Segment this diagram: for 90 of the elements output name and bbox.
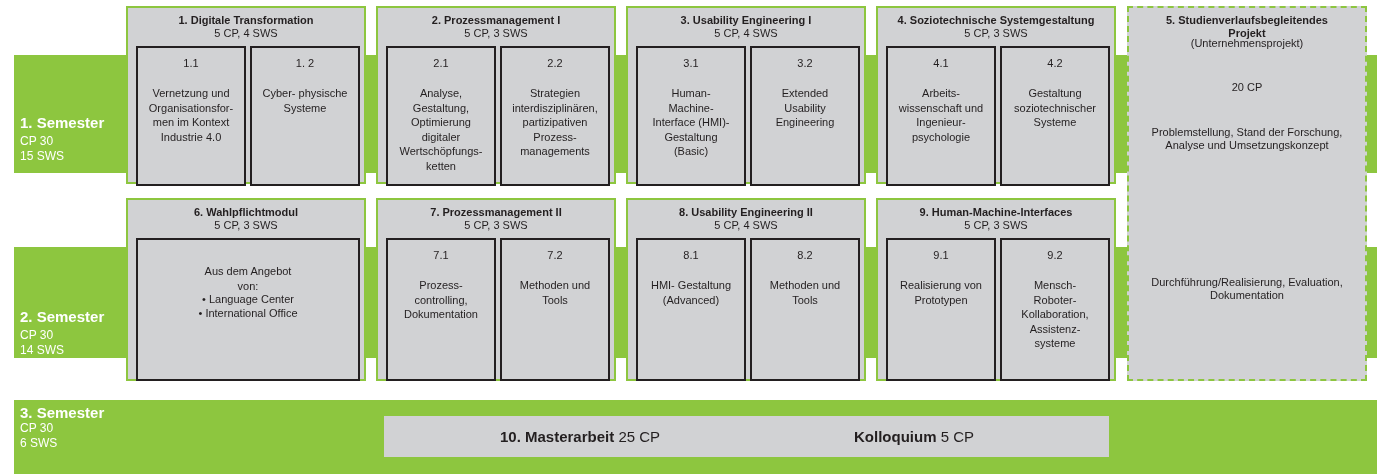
submodule-number: 4.1 [932, 56, 950, 71]
submodule-topic: Methoden und Tools [768, 278, 842, 307]
submodule-number: 2.1 [432, 56, 450, 71]
submodule-number: 8.1 [682, 248, 700, 263]
submodule-topic: Strategien interdisziplinären, partizipativen Prozess- managements [511, 86, 599, 159]
submodule-number: 1.1 [182, 56, 200, 71]
semester-heading: 1. Semester [20, 115, 105, 130]
module-title: 4. Soziotechnische Systemgestaltung [896, 14, 1096, 27]
submodule-number: 3.1 [682, 56, 700, 71]
module-card [126, 198, 366, 381]
submodule-box [250, 46, 360, 186]
project-card [1127, 6, 1367, 381]
module-credits: 5 CP, 4 SWS [713, 219, 779, 232]
submodule-topic: Realisierung von Prototypen [899, 278, 983, 307]
credit-points: CP 30 [20, 421, 54, 436]
submodule-topic: Methoden und Tools [518, 278, 592, 307]
module-credits: 5 CP, 3 SWS [963, 27, 1029, 40]
semester-band [14, 247, 126, 358]
submodule-topic: Extended Usability Engineering [774, 86, 836, 130]
submodule-box [1000, 46, 1110, 186]
module-title: 3. Usability Engineering I [679, 14, 813, 27]
submodule-topic: Mensch- Roboter- Kollaboration, Assistenz- systeme [1020, 278, 1090, 351]
module-credits: 5 CP, 3 SWS [213, 219, 279, 232]
submodule-box [386, 238, 496, 381]
module-card [376, 6, 616, 184]
credit-points: CP 30 [20, 134, 54, 149]
submodule-number: 9.2 [1046, 248, 1064, 263]
module-title: 2. Prozessmanagement I [430, 14, 562, 27]
submodule-box [636, 46, 746, 186]
module-credits: 5 CP, 3 SWS [963, 219, 1029, 232]
credit-points: CP 30 [20, 328, 54, 343]
submodule-box [136, 46, 246, 186]
submodule-number: 4.2 [1046, 56, 1064, 71]
module-title: 1. Digitale Transformation [177, 14, 315, 27]
submodule-topic: Gestaltung soziotechnischer Systeme [1013, 86, 1097, 130]
submodule-number: 7.1 [432, 248, 450, 263]
submodule-topic: HMI- Gestaltung (Advanced) [649, 278, 733, 307]
submodule-number: 3.2 [796, 56, 814, 71]
submodule-number: 1. 2 [294, 56, 316, 71]
submodule-box [500, 46, 610, 186]
semester-heading: 3. Semester [20, 405, 105, 420]
submodule-number: 2.2 [546, 56, 564, 71]
semester-band [14, 400, 1377, 474]
submodule-box [750, 46, 860, 186]
project-phase-text: Problemstellung, Stand der Forschung, Analyse und Umsetzungskonzept [1150, 126, 1344, 152]
module-title: 9. Human-Machine-Interfaces [918, 206, 1074, 219]
submodule-box [886, 46, 996, 186]
offer-list-item: • International Office [197, 306, 299, 321]
thesis-label: 10. Masterarbeit 25 CP [500, 428, 661, 445]
submodule-box [636, 238, 746, 381]
module-title: 6. Wahlpflichtmodul [192, 206, 300, 219]
submodule-topic: Human- Machine- Interface (HMI)- Gestaltung (Basic) [651, 86, 731, 159]
weekly-hours: 6 SWS [20, 436, 58, 451]
offer-list-item: • Language Center [201, 292, 295, 307]
submodule-topic: Arbeits- wissenschaft und Ingenieur- psychologie [897, 86, 985, 144]
offer-text: Aus dem Angebot von: [203, 264, 293, 293]
submodule-topic: Vernetzung und Organisationsfor- men im Kontext Industrie 4.0 [147, 86, 235, 144]
semester-heading: 2. Semester [20, 309, 105, 324]
module-card [126, 6, 366, 184]
submodule-box [500, 238, 610, 381]
submodule-number: 7.2 [546, 248, 564, 263]
module-card [876, 198, 1116, 381]
module-card [626, 6, 866, 184]
submodule-box [750, 238, 860, 381]
submodule-topic: Prozess- controlling, Dokumentation [403, 278, 479, 322]
submodule-topic: Cyber- physische Systeme [261, 86, 349, 115]
project-phase-text: Durchführung/Realisierung, Evaluation, Dokumentation [1150, 276, 1344, 302]
module-card [626, 198, 866, 381]
submodule-topic: Analyse, Gestaltung, Optimierung digitaler Wertschöpfungs- ketten [398, 86, 484, 173]
project-credits: 20 CP [1230, 81, 1264, 94]
submodule-box [136, 238, 360, 381]
colloquium-label: Kolloquium 5 CP [854, 428, 974, 445]
module-credits: 5 CP, 4 SWS [713, 27, 779, 40]
submodule-number: 8.2 [796, 248, 814, 263]
thesis-bar [384, 416, 1109, 457]
submodule-number: 9.1 [932, 248, 950, 263]
module-credits: 5 CP, 4 SWS [213, 27, 279, 40]
module-title: 7. Prozessmanagement II [429, 206, 563, 219]
module-credits: 5 CP, 3 SWS [463, 27, 529, 40]
weekly-hours: 15 SWS [20, 149, 64, 164]
module-title: 8. Usability Engineering II [678, 206, 814, 219]
submodule-box [886, 238, 996, 381]
module-card [376, 198, 616, 381]
submodule-box [386, 46, 496, 186]
module-credits: 5 CP, 3 SWS [463, 219, 529, 232]
submodule-box [1000, 238, 1110, 381]
weekly-hours: 14 SWS [20, 343, 64, 358]
module-card [876, 6, 1116, 184]
semester-band [14, 55, 126, 173]
project-title: 5. Studienverlaufsbegleitendes Projekt [1165, 14, 1329, 39]
